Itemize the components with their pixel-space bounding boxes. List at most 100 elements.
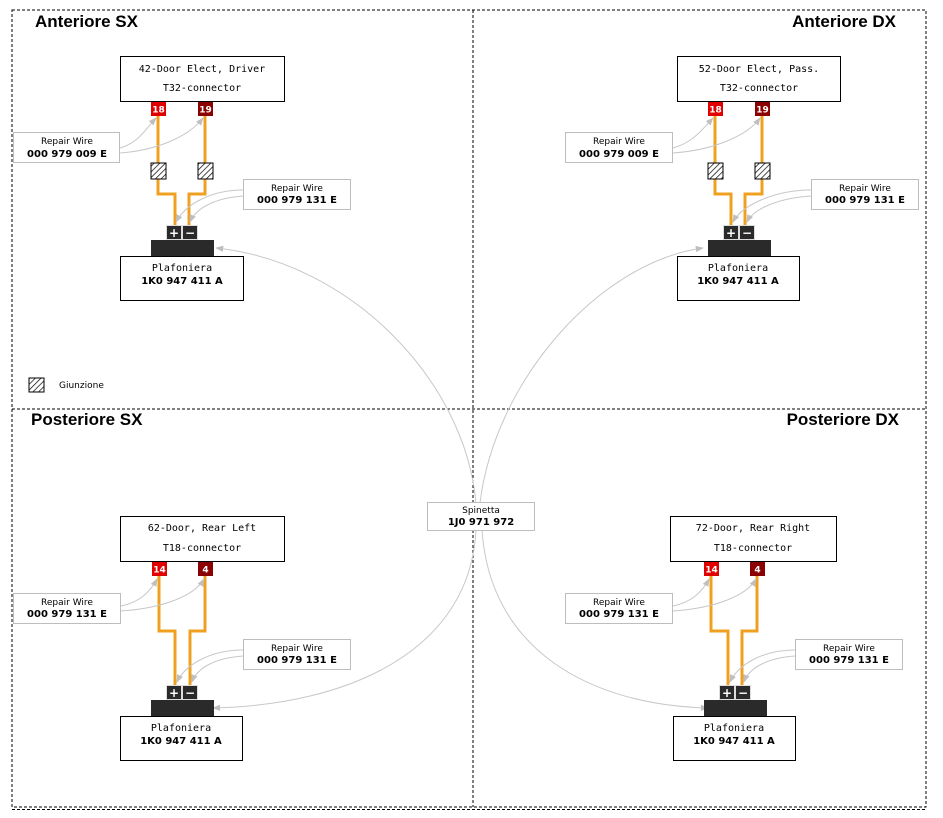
repair-wire-title: Repair Wire — [839, 184, 891, 194]
repair-wire-title: Repair Wire — [593, 598, 645, 608]
repair-wire-label-bottom — [795, 639, 903, 670]
spinetta-leaders — [212, 245, 709, 712]
pin-plus — [704, 562, 719, 576]
wire-minus — [740, 576, 759, 687]
leader-to-pin-minus — [120, 578, 205, 612]
pin-plus-number: 18 — [709, 106, 722, 116]
lamp-housing — [151, 240, 214, 256]
wires-rear-right — [709, 576, 759, 687]
leader-to-pin-plus — [120, 578, 158, 607]
lamp-code: 1K0 947 411 A — [693, 736, 775, 747]
minus-symbol: − — [185, 226, 195, 240]
repair-wire-label-top — [13, 593, 121, 624]
repair-wire-code: 000 979 131 E — [825, 195, 905, 206]
repair-wire-label-bottom — [243, 639, 351, 670]
quadrant-title-rear-right: Posteriore DX — [787, 410, 900, 429]
lamp-code: 1K0 947 411 A — [140, 736, 222, 747]
splice-icon — [707, 162, 724, 180]
repair-wire-title: Repair Wire — [271, 644, 323, 654]
pin-plus — [708, 102, 723, 116]
pin-minus — [755, 102, 770, 116]
plus-symbol: + — [726, 226, 736, 240]
lamp-box — [120, 256, 244, 301]
lamp-code: 1K0 947 411 A — [697, 276, 779, 287]
connector-name: 62-Door, Rear Left — [148, 523, 256, 534]
repair-wire-label-bottom — [811, 179, 919, 210]
pin-minus-number: 4 — [754, 566, 760, 576]
quadrant-front-right: 52-Door Elect, Pass. T32-connector 18 19… — [565, 56, 919, 301]
pin-minus-number: 4 — [202, 566, 208, 576]
splice-icon — [150, 162, 167, 180]
lamp-housing — [704, 700, 767, 716]
leader-to-pin-plus — [119, 117, 157, 149]
wire-plus — [156, 116, 177, 227]
pin-plus — [152, 562, 167, 576]
leader-spinetta-front-left — [215, 245, 477, 504]
leader-to-pin-minus — [672, 578, 757, 612]
terminal-minus — [182, 225, 198, 240]
quadrant-title-front-right: Anteriore DX — [792, 12, 897, 31]
door-connector-box — [120, 516, 285, 562]
quadrant-frames — [11, 9, 927, 810]
wire-minus — [187, 116, 207, 227]
repair-wire-code: 000 979 131 E — [257, 195, 337, 206]
spinetta-label-box — [427, 502, 535, 531]
repair-wire-title: Repair Wire — [823, 644, 875, 654]
leader-to-terminal-plus — [176, 649, 244, 683]
terminal-plus — [166, 225, 182, 240]
connector-name: 52-Door Elect, Pass. — [699, 64, 819, 75]
repair-wire-title: Repair Wire — [593, 137, 645, 147]
leader-spinetta-rear-left — [212, 529, 477, 712]
leader-to-terminal-minus — [189, 195, 244, 223]
wires-rear-left — [157, 576, 207, 687]
quadrant-rear-right: 72-Door, Rear Right T18-connector 14 4 R… — [565, 516, 903, 761]
leader-to-terminal-minus — [746, 195, 812, 223]
door-connector-box — [120, 56, 285, 102]
pin-minus — [198, 102, 213, 116]
pin-minus — [198, 562, 213, 576]
terminal-plus — [166, 685, 182, 700]
spinetta-code: 1J0 971 972 — [448, 517, 514, 528]
repair-wire-code: 000 979 131 E — [257, 655, 337, 666]
leader-to-terminal-plus — [729, 649, 796, 683]
repair-wire-title: Repair Wire — [41, 137, 93, 147]
terminal-plus — [723, 225, 739, 240]
quadrant-front-left: 42-Door Elect, Driver T32-connector 18 1… — [13, 56, 351, 393]
repair-wire-label-top — [565, 132, 673, 163]
leader-to-pin-plus — [672, 578, 710, 607]
splice-icon — [754, 162, 771, 180]
repair-wire-label-top — [13, 132, 120, 163]
pin-plus-number: 14 — [705, 566, 718, 576]
pin-minus-number: 19 — [199, 106, 212, 116]
repair-leaders-top — [120, 578, 205, 612]
quadrant-rear-left: 62-Door, Rear Left T18-connector 14 4 Re… — [13, 516, 351, 761]
repair-leaders-bottom — [176, 649, 244, 683]
plus-symbol: + — [722, 686, 732, 700]
door-connector-box — [670, 516, 837, 562]
repair-wire-code: 000 979 131 E — [809, 655, 889, 666]
leader-to-pin-minus — [119, 117, 204, 154]
quadrant-title-rear-left: Posteriore SX — [31, 410, 143, 429]
terminal-minus — [735, 685, 751, 700]
lamp-name: Plafoniera — [704, 723, 764, 734]
repair-wire-code: 000 979 009 E — [579, 149, 659, 160]
pin-plus — [151, 102, 166, 116]
lamp-name: Plafoniera — [708, 263, 768, 274]
wire-minus — [743, 116, 764, 227]
lamp-code: 1K0 947 411 A — [141, 276, 223, 287]
terminal-plus — [719, 685, 735, 700]
repair-leaders-bottom — [732, 189, 812, 223]
wire-minus — [188, 576, 207, 687]
connector-name: 42-Door Elect, Driver — [139, 64, 265, 75]
repair-wire-code: 000 979 009 E — [27, 149, 107, 160]
connector-type: T18-connector — [714, 543, 792, 554]
wire-plus — [157, 576, 177, 687]
wire-plus — [709, 576, 730, 687]
leader-to-terminal-plus — [175, 189, 244, 223]
pin-minus-number: 19 — [756, 106, 769, 116]
minus-symbol: − — [738, 686, 748, 700]
hatched-splice-icon — [28, 377, 45, 393]
leader-spinetta-front-right — [479, 245, 704, 504]
terminal-minus — [739, 225, 755, 240]
